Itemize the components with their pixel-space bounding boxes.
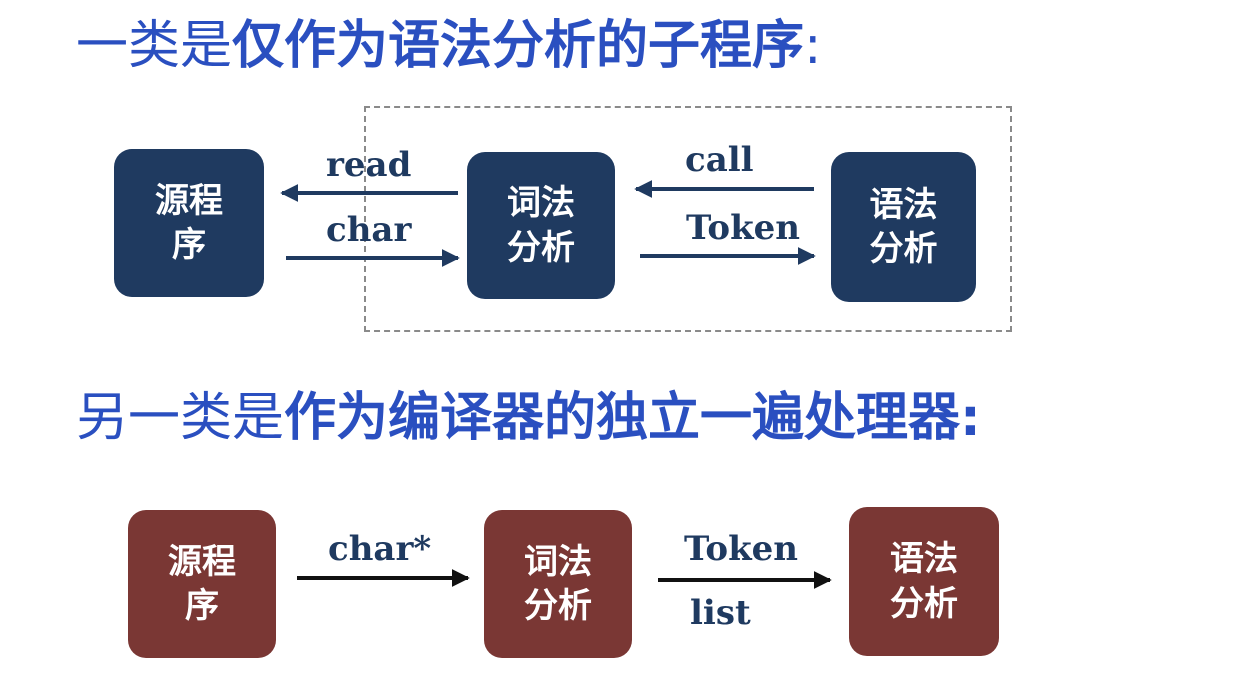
heading-subroutine: 一类是仅作为语法分析的子程序:	[76, 20, 822, 72]
bottom-lexical-analysis-box: 词法 分析	[484, 510, 632, 658]
bottom-syntax-analysis-line2: 分析	[890, 583, 958, 624]
heading-subroutine-colon: :	[804, 16, 822, 76]
bottom-source-program-line2: 序	[185, 586, 219, 626]
lexer-parser-grouping-frame	[364, 106, 1012, 332]
heading-independent-pass-prefix: 另一类是	[76, 388, 285, 448]
top-syntax-analysis-line1: 语法	[869, 184, 938, 225]
top-lexical-analysis-line1: 词法	[507, 183, 575, 224]
top-source-program-line2: 序	[172, 225, 206, 265]
top-source-program-line1: 源程	[155, 180, 223, 221]
heading-independent-pass: 另一类是作为编译器的独立一遍处理器:	[76, 392, 981, 444]
top-syntax-analysis-line2: 分析	[869, 229, 938, 269]
bottom-syntax-analysis-box: 语法 分析	[849, 507, 999, 656]
bottom-source-program-line1: 源程	[168, 541, 236, 582]
top-lexical-analysis-line2: 分析	[507, 227, 575, 268]
top-syntax-analysis-box: 语法 分析	[831, 152, 976, 302]
bottom-lexical-analysis-line2: 分析	[524, 586, 592, 626]
heading-subroutine-prefix: 一类是	[76, 16, 233, 76]
label-call: call	[685, 140, 754, 180]
top-source-program-box: 源程 序	[114, 149, 264, 297]
label-read: read	[326, 145, 412, 185]
bottom-source-program-box: 源程 序	[128, 510, 276, 658]
label-token-bottom: Token	[684, 529, 798, 569]
label-char-star: char*	[328, 529, 432, 569]
label-token-top: Token	[686, 208, 800, 248]
heading-subroutine-emphasis: 仅作为语法分析的子程序	[232, 16, 805, 76]
heading-independent-pass-emphasis: 作为编译器的独立一遍处理器:	[284, 388, 981, 448]
bottom-syntax-analysis-line1: 语法	[890, 539, 958, 580]
bottom-lexical-analysis-line1: 词法	[524, 541, 592, 582]
top-lexical-analysis-box: 词法 分析	[467, 152, 615, 299]
label-char: char	[326, 210, 412, 250]
label-list: list	[690, 593, 751, 633]
